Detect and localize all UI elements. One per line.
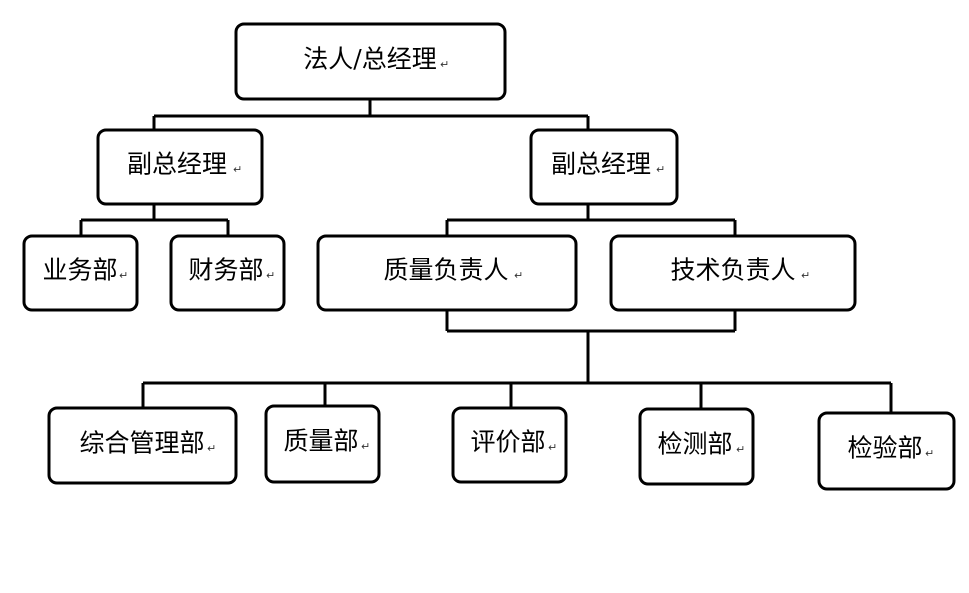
node-testing-label: 检测部 [657, 430, 732, 459]
node-general: 综合管理部 ↵ [47, 406, 238, 485]
node-business-label: 业务部 [42, 256, 117, 285]
node-tech-head-label: 技术负责人 [670, 256, 795, 285]
node-top-label: 法人/总经理 [303, 45, 436, 74]
node-quality-dept-label: 质量部 [283, 427, 358, 456]
node-inspection-label: 检验部 [847, 434, 922, 463]
node-vp-left-label: 副总经理 [127, 150, 227, 179]
node-finance-label: 财务部 [188, 256, 263, 285]
svg-text:↵: ↵ [440, 58, 449, 71]
svg-text:↵: ↵ [266, 269, 275, 282]
node-general-label: 综合管理部 [79, 429, 204, 458]
node-top: 法人/总经理 ↵ [234, 22, 507, 101]
svg-text:↵: ↵ [119, 269, 128, 282]
svg-text:↵: ↵ [548, 441, 557, 454]
node-quality-head-label: 质量负责人 [383, 256, 508, 285]
connector-lines [79, 99, 893, 413]
svg-text:↵: ↵ [514, 269, 523, 282]
node-testing: 检测部 ↵ [638, 407, 755, 486]
node-quality-dept: 质量部 ↵ [264, 404, 381, 484]
node-inspection: 检验部 ↵ [817, 411, 956, 491]
node-evaluation-label: 评价部 [470, 428, 545, 457]
svg-text:↵: ↵ [801, 269, 810, 282]
svg-text:↵: ↵ [925, 447, 934, 460]
svg-text:↵: ↵ [361, 440, 370, 453]
svg-text:↵: ↵ [736, 443, 745, 456]
node-quality-head: 质量负责人 ↵ [316, 234, 578, 312]
svg-text:↵: ↵ [233, 163, 242, 176]
svg-text:↵: ↵ [656, 163, 665, 176]
node-tech-head: 技术负责人 ↵ [609, 234, 857, 312]
node-vp-right: 副总经理 ↵ [529, 128, 679, 206]
node-business: 业务部 ↵ [22, 234, 139, 312]
node-evaluation: 评价部 ↵ [451, 406, 568, 484]
svg-text:↵: ↵ [207, 442, 216, 455]
node-vp-left: 副总经理 ↵ [96, 128, 264, 206]
node-vp-right-label: 副总经理 [551, 150, 651, 179]
node-finance: 财务部 ↵ [169, 234, 286, 312]
